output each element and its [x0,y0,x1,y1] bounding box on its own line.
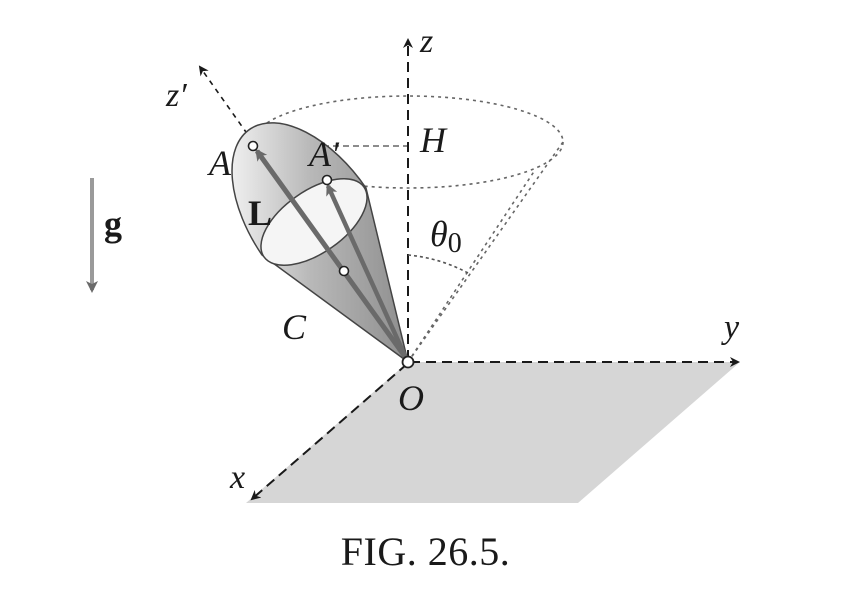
label-theta: θ [430,214,448,254]
theta0-arc [407,254,469,274]
label-z: z [419,23,433,60]
top-axis [325,183,409,359]
label-theta0: θ0 [430,214,462,259]
label-g: g [104,204,122,244]
label-theta-subscript: 0 [448,228,462,259]
label-L: L [248,193,272,233]
label-A: A [207,143,232,183]
label-y: y [721,309,740,346]
center-of-mass-marker [338,265,350,277]
label-origin: O [398,378,424,418]
origin-marker [401,355,415,369]
point-A-marker [247,140,259,152]
figure-caption: FIG. 26.5. [340,529,511,574]
x-axis [250,363,408,501]
z-prime-axis [198,65,254,143]
ground-plane [246,362,740,503]
label-x: x [229,459,245,496]
label-H: H [419,120,448,160]
point-A-prime-marker [321,174,333,186]
label-z-prime: z′ [165,77,187,114]
label-A-prime: A′ [307,134,340,174]
label-C: C [282,307,307,347]
vector-L [254,148,409,360]
